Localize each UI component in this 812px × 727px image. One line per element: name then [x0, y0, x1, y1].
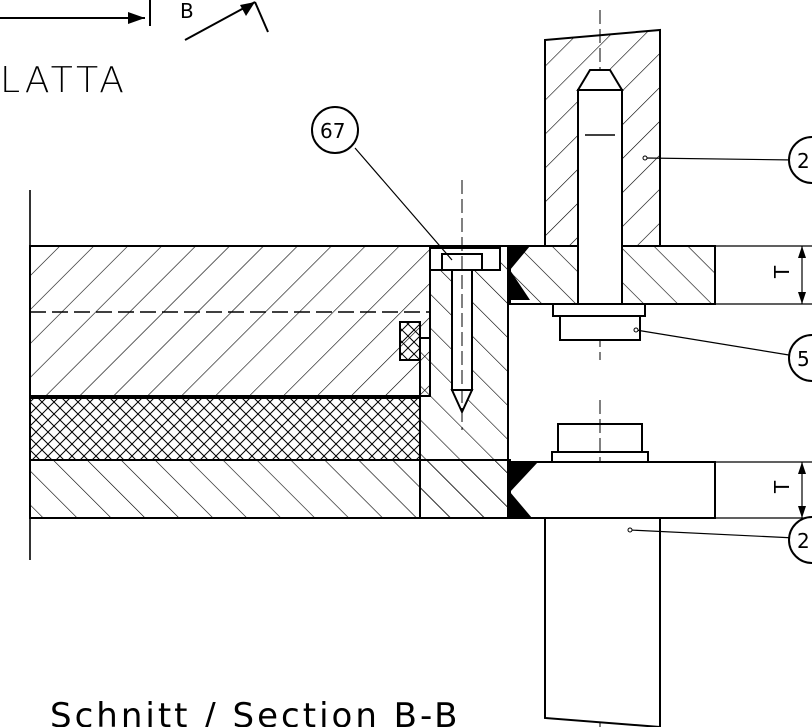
- section-arrow: [0, 0, 269, 41]
- dimension-top: [715, 245, 812, 305]
- view-label: B: [180, 0, 194, 23]
- material-text: LATTA: [0, 60, 128, 101]
- balloon-2-top-text: 2: [797, 149, 810, 173]
- seal-block: [399, 321, 421, 361]
- balloon-2-top: [642, 136, 812, 184]
- column-lower: [544, 517, 661, 727]
- bolt-67: [441, 180, 483, 430]
- dimension-top-text: T: [770, 265, 794, 279]
- dimension-bottom: [715, 461, 812, 519]
- balloon-2-bottom: [627, 516, 812, 564]
- dimension-bottom-text: T: [770, 480, 794, 494]
- balloon-67-text: 67: [320, 119, 345, 143]
- balloon-2-bottom-text: 2: [797, 529, 810, 553]
- insulation-layer: [29, 397, 421, 461]
- balloon-5: [633, 327, 812, 382]
- section-title: Schnitt / Section B-B: [50, 696, 460, 727]
- slab-upper: [29, 245, 431, 397]
- anchor-bolt-upper: [552, 69, 646, 341]
- balloon-67: [311, 106, 453, 261]
- balloon-5-text: 5: [797, 347, 810, 371]
- weld-upper: [510, 246, 530, 270]
- plate-lower: [509, 461, 716, 519]
- weld-lower: [510, 462, 538, 492]
